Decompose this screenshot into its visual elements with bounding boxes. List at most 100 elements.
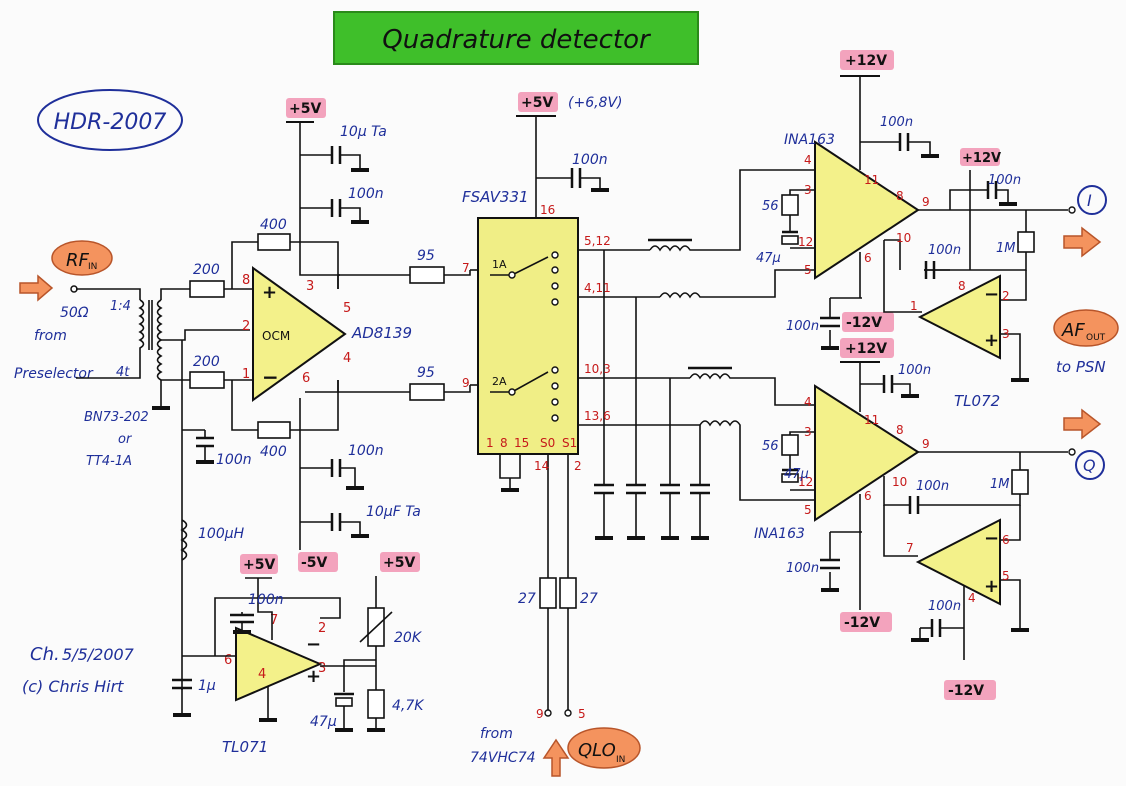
svg-text:S1: S1 — [562, 436, 577, 450]
svg-text:1: 1 — [910, 299, 918, 313]
svg-text:5: 5 — [804, 503, 812, 517]
svg-text:+: + — [306, 666, 321, 687]
svg-text:2: 2 — [1002, 289, 1010, 303]
output-q-arrow-icon — [1063, 408, 1102, 440]
svg-text:5: 5 — [804, 263, 812, 277]
svg-text:1: 1 — [242, 367, 250, 382]
svg-text:4: 4 — [804, 395, 812, 409]
logo-oval: HDR-2007 — [37, 89, 183, 151]
ina-i-amp — [814, 140, 920, 280]
svg-text:−: − — [262, 365, 279, 389]
output-i-arrow-icon — [1063, 226, 1102, 258]
svg-text:11: 11 — [864, 173, 879, 187]
svg-text:100n: 100n — [988, 173, 1021, 188]
svg-text:8: 8 — [500, 436, 508, 450]
svg-text:4: 4 — [968, 591, 976, 605]
svg-text:1M: 1M — [990, 477, 1010, 492]
rf-input: RF IN 50Ω 1:4 4t from Preselector BN73-2… — [14, 240, 149, 469]
rf-label-sub: IN — [88, 262, 97, 272]
svg-text:4: 4 — [343, 351, 351, 366]
svg-text:7: 7 — [906, 541, 914, 555]
svg-text:4,7K: 4,7K — [392, 698, 425, 714]
svg-text:74VHC74: 74VHC74 — [470, 750, 536, 766]
rf-transformer — [76, 288, 250, 410]
tl071-opamp — [235, 626, 323, 702]
svg-text:100n: 100n — [348, 186, 384, 202]
svg-text:100n: 100n — [928, 243, 961, 258]
mux-section: FSAV331 +5V (+6,8V) — [462, 92, 711, 777]
svg-text:5,12: 5,12 — [584, 234, 611, 248]
logo-text: HDR-2007 — [54, 110, 167, 135]
svg-text:7: 7 — [270, 613, 278, 628]
ina-q-section: INA163 +12V -12V — [754, 338, 1076, 660]
rail-p68: +5V — [521, 95, 553, 111]
svg-text:47µ: 47µ — [756, 251, 781, 266]
ad8139-section: + − OCM AD8139 8 3 5 2 1 6 4 — [171, 98, 471, 717]
svg-text:−: − — [306, 634, 321, 655]
svg-text:95: 95 — [417, 248, 435, 264]
mux-name: FSAV331 — [462, 188, 529, 206]
svg-text:10µF Ta: 10µF Ta — [366, 504, 421, 520]
svg-text:100n: 100n — [928, 599, 961, 614]
svg-text:56: 56 — [762, 439, 779, 454]
svg-text:10: 10 — [892, 475, 907, 489]
svg-text:95: 95 — [417, 365, 435, 381]
svg-text:+12V: +12V — [962, 151, 1001, 166]
svg-text:+: + — [984, 576, 999, 597]
svg-text:4: 4 — [804, 153, 812, 167]
tl072-name: TL072 — [954, 392, 1000, 410]
svg-text:100n: 100n — [880, 115, 913, 130]
svg-text:+: + — [984, 330, 999, 351]
svg-text:8: 8 — [896, 423, 904, 437]
svg-text:27: 27 — [580, 591, 598, 607]
svg-text:16: 16 — [540, 203, 555, 217]
af-to: to PSN — [1056, 358, 1106, 376]
svg-text:3: 3 — [804, 425, 812, 439]
credit-author: (c) Chris Hirt — [22, 677, 124, 696]
svg-text:1M: 1M — [996, 241, 1016, 256]
svg-text:9: 9 — [922, 195, 930, 209]
ina-i-name: INA163 — [784, 132, 835, 148]
svg-text:from: from — [480, 726, 513, 742]
xfmr-turns: 4t — [116, 365, 130, 380]
svg-text:−: − — [984, 528, 999, 549]
core-or: or — [118, 432, 133, 447]
svg-text:+12V: +12V — [845, 341, 887, 357]
output-q: Q — [1063, 408, 1105, 480]
rf-source: Preselector — [14, 366, 94, 382]
svg-text:100n: 100n — [916, 479, 949, 494]
svg-text:8: 8 — [896, 189, 904, 203]
tl071-section: − + TL071 7 2 6 3 4 +5V +5V — [182, 552, 425, 756]
mux-body — [477, 217, 579, 455]
lo-label-sub: IN — [616, 755, 625, 765]
tl072-b-section: − + 7 6 5 4 -12V 1M 100n 100n — [906, 477, 1010, 700]
svg-text:200: 200 — [193, 262, 220, 278]
rf-arrow-icon — [19, 274, 54, 302]
svg-text:4,11: 4,11 — [584, 281, 611, 295]
ad8139-opamp — [252, 266, 347, 402]
svg-text:6: 6 — [224, 653, 232, 668]
svg-text:11: 11 — [864, 413, 879, 427]
tl072-b-opamp — [915, 518, 1001, 606]
svg-text:47µ: 47µ — [310, 714, 337, 730]
svg-text:3: 3 — [804, 183, 812, 197]
svg-text:6: 6 — [302, 371, 310, 386]
svg-text:3: 3 — [1002, 327, 1010, 341]
title-banner: Quadrature detector — [333, 11, 699, 65]
svg-text:3: 3 — [306, 279, 314, 294]
svg-text:12: 12 — [798, 235, 813, 249]
lo-label: QLO — [578, 740, 616, 761]
svg-text:100n: 100n — [786, 319, 819, 334]
af-label-sub: OUT — [1086, 333, 1106, 343]
svg-text:1µ: 1µ — [198, 678, 216, 694]
svg-text:100n: 100n — [898, 363, 931, 378]
svg-text:100n: 100n — [786, 561, 819, 576]
svg-text:3: 3 — [318, 661, 326, 676]
ina-q-amp — [814, 384, 920, 522]
core-1: BN73-202 — [84, 410, 149, 425]
svg-text:7: 7 — [462, 261, 470, 275]
svg-text:10,3: 10,3 — [584, 362, 611, 376]
svg-text:-12V: -12V — [948, 683, 984, 699]
svg-text:10: 10 — [896, 231, 911, 245]
